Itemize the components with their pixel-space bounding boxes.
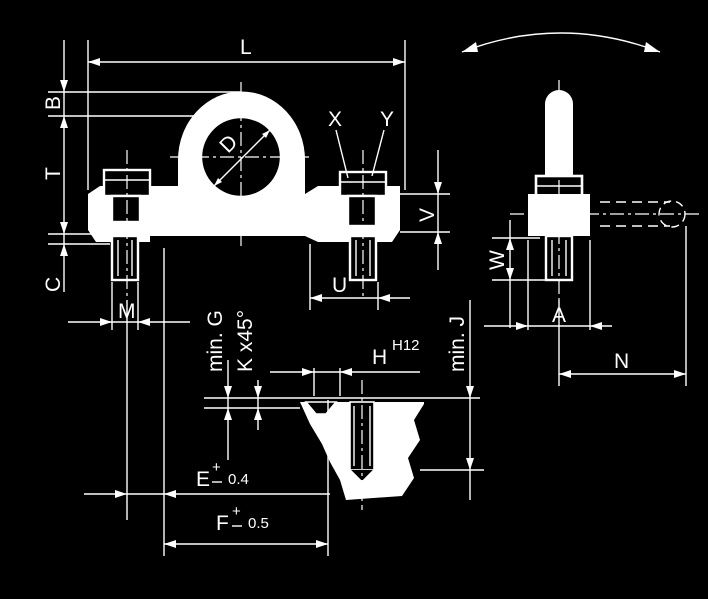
dia-arrow-2	[214, 178, 222, 186]
label-Y: Y	[380, 108, 394, 131]
label-min-J: min. J	[446, 316, 469, 372]
label-M: M	[118, 300, 136, 323]
label-U: U	[332, 274, 347, 297]
label-F-value: 0.5	[248, 515, 269, 532]
label-F-tolerance-sign: +	[232, 503, 241, 520]
label-V: V	[416, 208, 439, 222]
side-view	[461, 32, 700, 386]
label-B: B	[42, 96, 65, 110]
label-W: W	[486, 250, 509, 270]
label-F: F	[216, 512, 229, 535]
label-T: T	[42, 167, 65, 180]
label-H-superscript: H12	[392, 337, 420, 354]
dia-arrow-1	[262, 130, 270, 138]
front-view	[88, 82, 400, 300]
dia-line	[213, 129, 271, 187]
label-E: E	[196, 468, 210, 491]
label-E-tolerance-sign: +	[212, 459, 221, 476]
label-E-value: 0.4	[228, 471, 249, 488]
section-view	[84, 248, 484, 556]
label-min-G: min. G	[204, 310, 227, 372]
front-dimensions	[48, 40, 450, 330]
label-K-x45: K x45°	[234, 310, 257, 372]
label-X: X	[328, 108, 342, 131]
label-N: N	[614, 350, 629, 373]
rotation-arc	[461, 32, 661, 53]
label-H: H	[372, 346, 387, 369]
label-C: C	[42, 277, 65, 292]
label-L: L	[240, 36, 252, 59]
label-A: A	[552, 304, 566, 327]
